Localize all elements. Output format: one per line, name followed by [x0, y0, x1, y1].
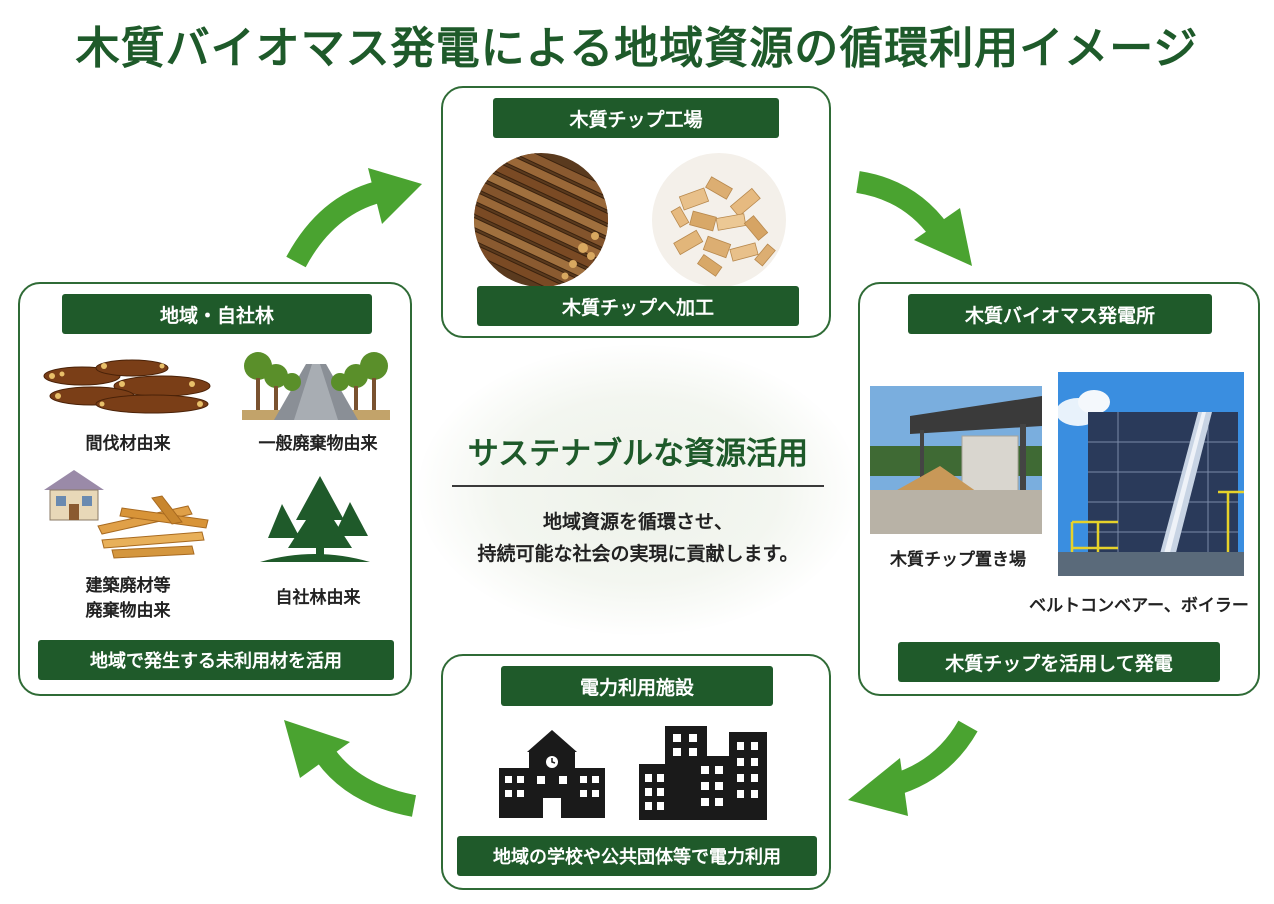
center-title: サステナブルな資源活用	[467, 436, 809, 472]
center-line-1: 地域資源を循環させ、	[542, 511, 733, 533]
power-plant-header: 木質バイオマス発電所	[908, 294, 1212, 334]
cycle-arrow-icon-up-right	[286, 168, 422, 268]
page-title: 木質バイオマス発電による地域資源の循環利用イメージ	[75, 23, 1199, 74]
tree-road-icon	[242, 352, 390, 420]
buildings-icon	[639, 726, 767, 820]
cycle-arrow-icon-up-left	[284, 720, 417, 817]
lumber-icon	[97, 495, 209, 559]
label-own-forest: 自社林由来	[275, 588, 361, 608]
label-thinning: 間伐材由来	[85, 434, 171, 454]
chip-factory-footer: 木質チップへ加工	[477, 286, 799, 326]
facilities-panel: 電力利用施設	[441, 654, 831, 890]
power-plant-footer: 木質チップを活用して発電	[898, 642, 1220, 682]
chip-factory-panel: 木質チップ工場	[441, 86, 831, 338]
facilities-footer: 地域の学校や公共団体等で電力利用	[457, 836, 817, 876]
wood-chips-photo	[652, 153, 786, 287]
label-general-waste: 一般廃棄物由来	[258, 434, 378, 454]
school-icon	[499, 730, 605, 818]
boiler-caption: ベルトコンベアー、ボイラー	[1029, 596, 1249, 616]
forest-icon	[260, 476, 370, 562]
chip-yard-caption: 木質チップ置き場	[890, 550, 1026, 570]
label-construction-waste: 建築廃材等 廃棄物由来	[38, 574, 218, 623]
cycle-arrow-icon-down-right	[856, 171, 972, 266]
center-text: 地域資源を循環させ、 持続可能な社会の実現に貢献します。	[430, 506, 846, 571]
center-divider	[452, 485, 824, 487]
label-construction-line-2: 廃棄物由来	[85, 600, 171, 621]
power-plant-panel: 木質バイオマス発電所 木質チップ置き場 ベルトコンベアー、ボイラー 木質チップを…	[858, 282, 1260, 696]
boiler-photo	[1058, 372, 1244, 576]
center-glow	[418, 345, 858, 635]
chip-yard-photo	[870, 386, 1042, 534]
forest-header: 地域・自社林	[62, 294, 372, 334]
facilities-header: 電力利用施設	[501, 666, 773, 706]
logs-icon	[43, 359, 211, 414]
chip-factory-header: 木質チップ工場	[493, 98, 779, 138]
forest-panel: 地域・自社林 間伐材由来 一般廃棄物由来	[18, 282, 412, 696]
cycle-arrow-icon-down-left	[848, 720, 978, 816]
house-icon	[44, 470, 104, 521]
forest-footer: 地域で発生する未利用材を活用	[38, 640, 394, 680]
center-line-2: 持続可能な社会の実現に貢献します。	[477, 543, 799, 566]
label-construction-line-1: 建築廃材等	[85, 576, 171, 596]
log-bundle-photo	[474, 153, 608, 287]
